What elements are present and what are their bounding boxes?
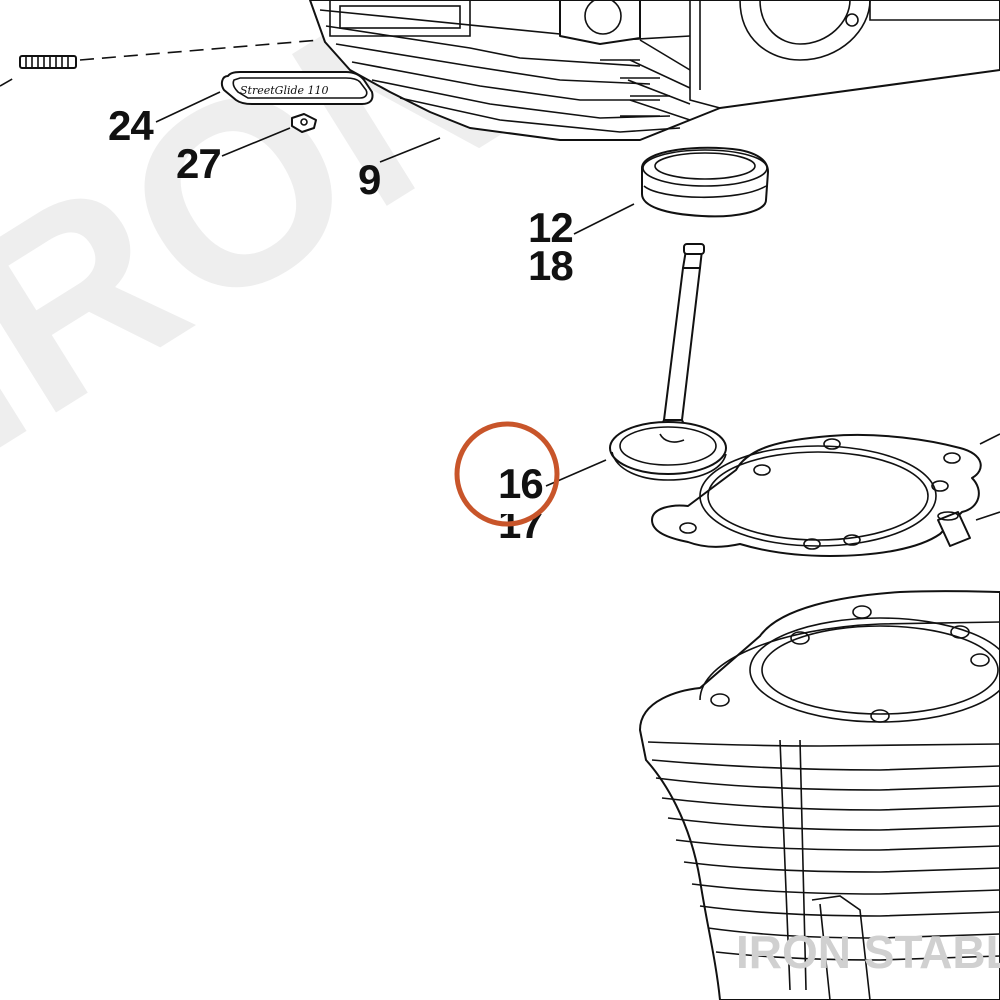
badge-emblem: StreetGlide 110 — [220, 71, 374, 105]
callout-9: 9 — [358, 156, 380, 203]
highlight-circle — [454, 421, 560, 527]
leader-12 — [573, 203, 635, 235]
leader-24 — [155, 91, 221, 123]
callouts: 24 27 9 12 18 17 16 — [108, 102, 574, 547]
cylinder-barrel — [639, 590, 1000, 1000]
valve — [609, 243, 727, 481]
leader-9 — [379, 137, 441, 163]
watermark-footer-text: IRON STABLE — [736, 926, 1000, 978]
leader-lines — [155, 91, 635, 487]
callout-27: 27 — [176, 140, 221, 187]
callout-16: 16 — [498, 460, 543, 507]
valve-seat — [641, 146, 769, 218]
stud-bolt — [0, 39, 321, 87]
leader-27 — [221, 127, 291, 157]
callout-12: 12 — [528, 204, 573, 251]
badge-screw — [291, 113, 317, 133]
callout-18: 18 — [528, 242, 573, 289]
head-gasket — [651, 433, 982, 557]
callout-24: 24 — [108, 102, 154, 149]
badge-emblem-text: StreetGlide 110 — [240, 84, 329, 97]
cylinder-head — [309, 0, 1000, 141]
dowel-pin — [937, 433, 1000, 547]
